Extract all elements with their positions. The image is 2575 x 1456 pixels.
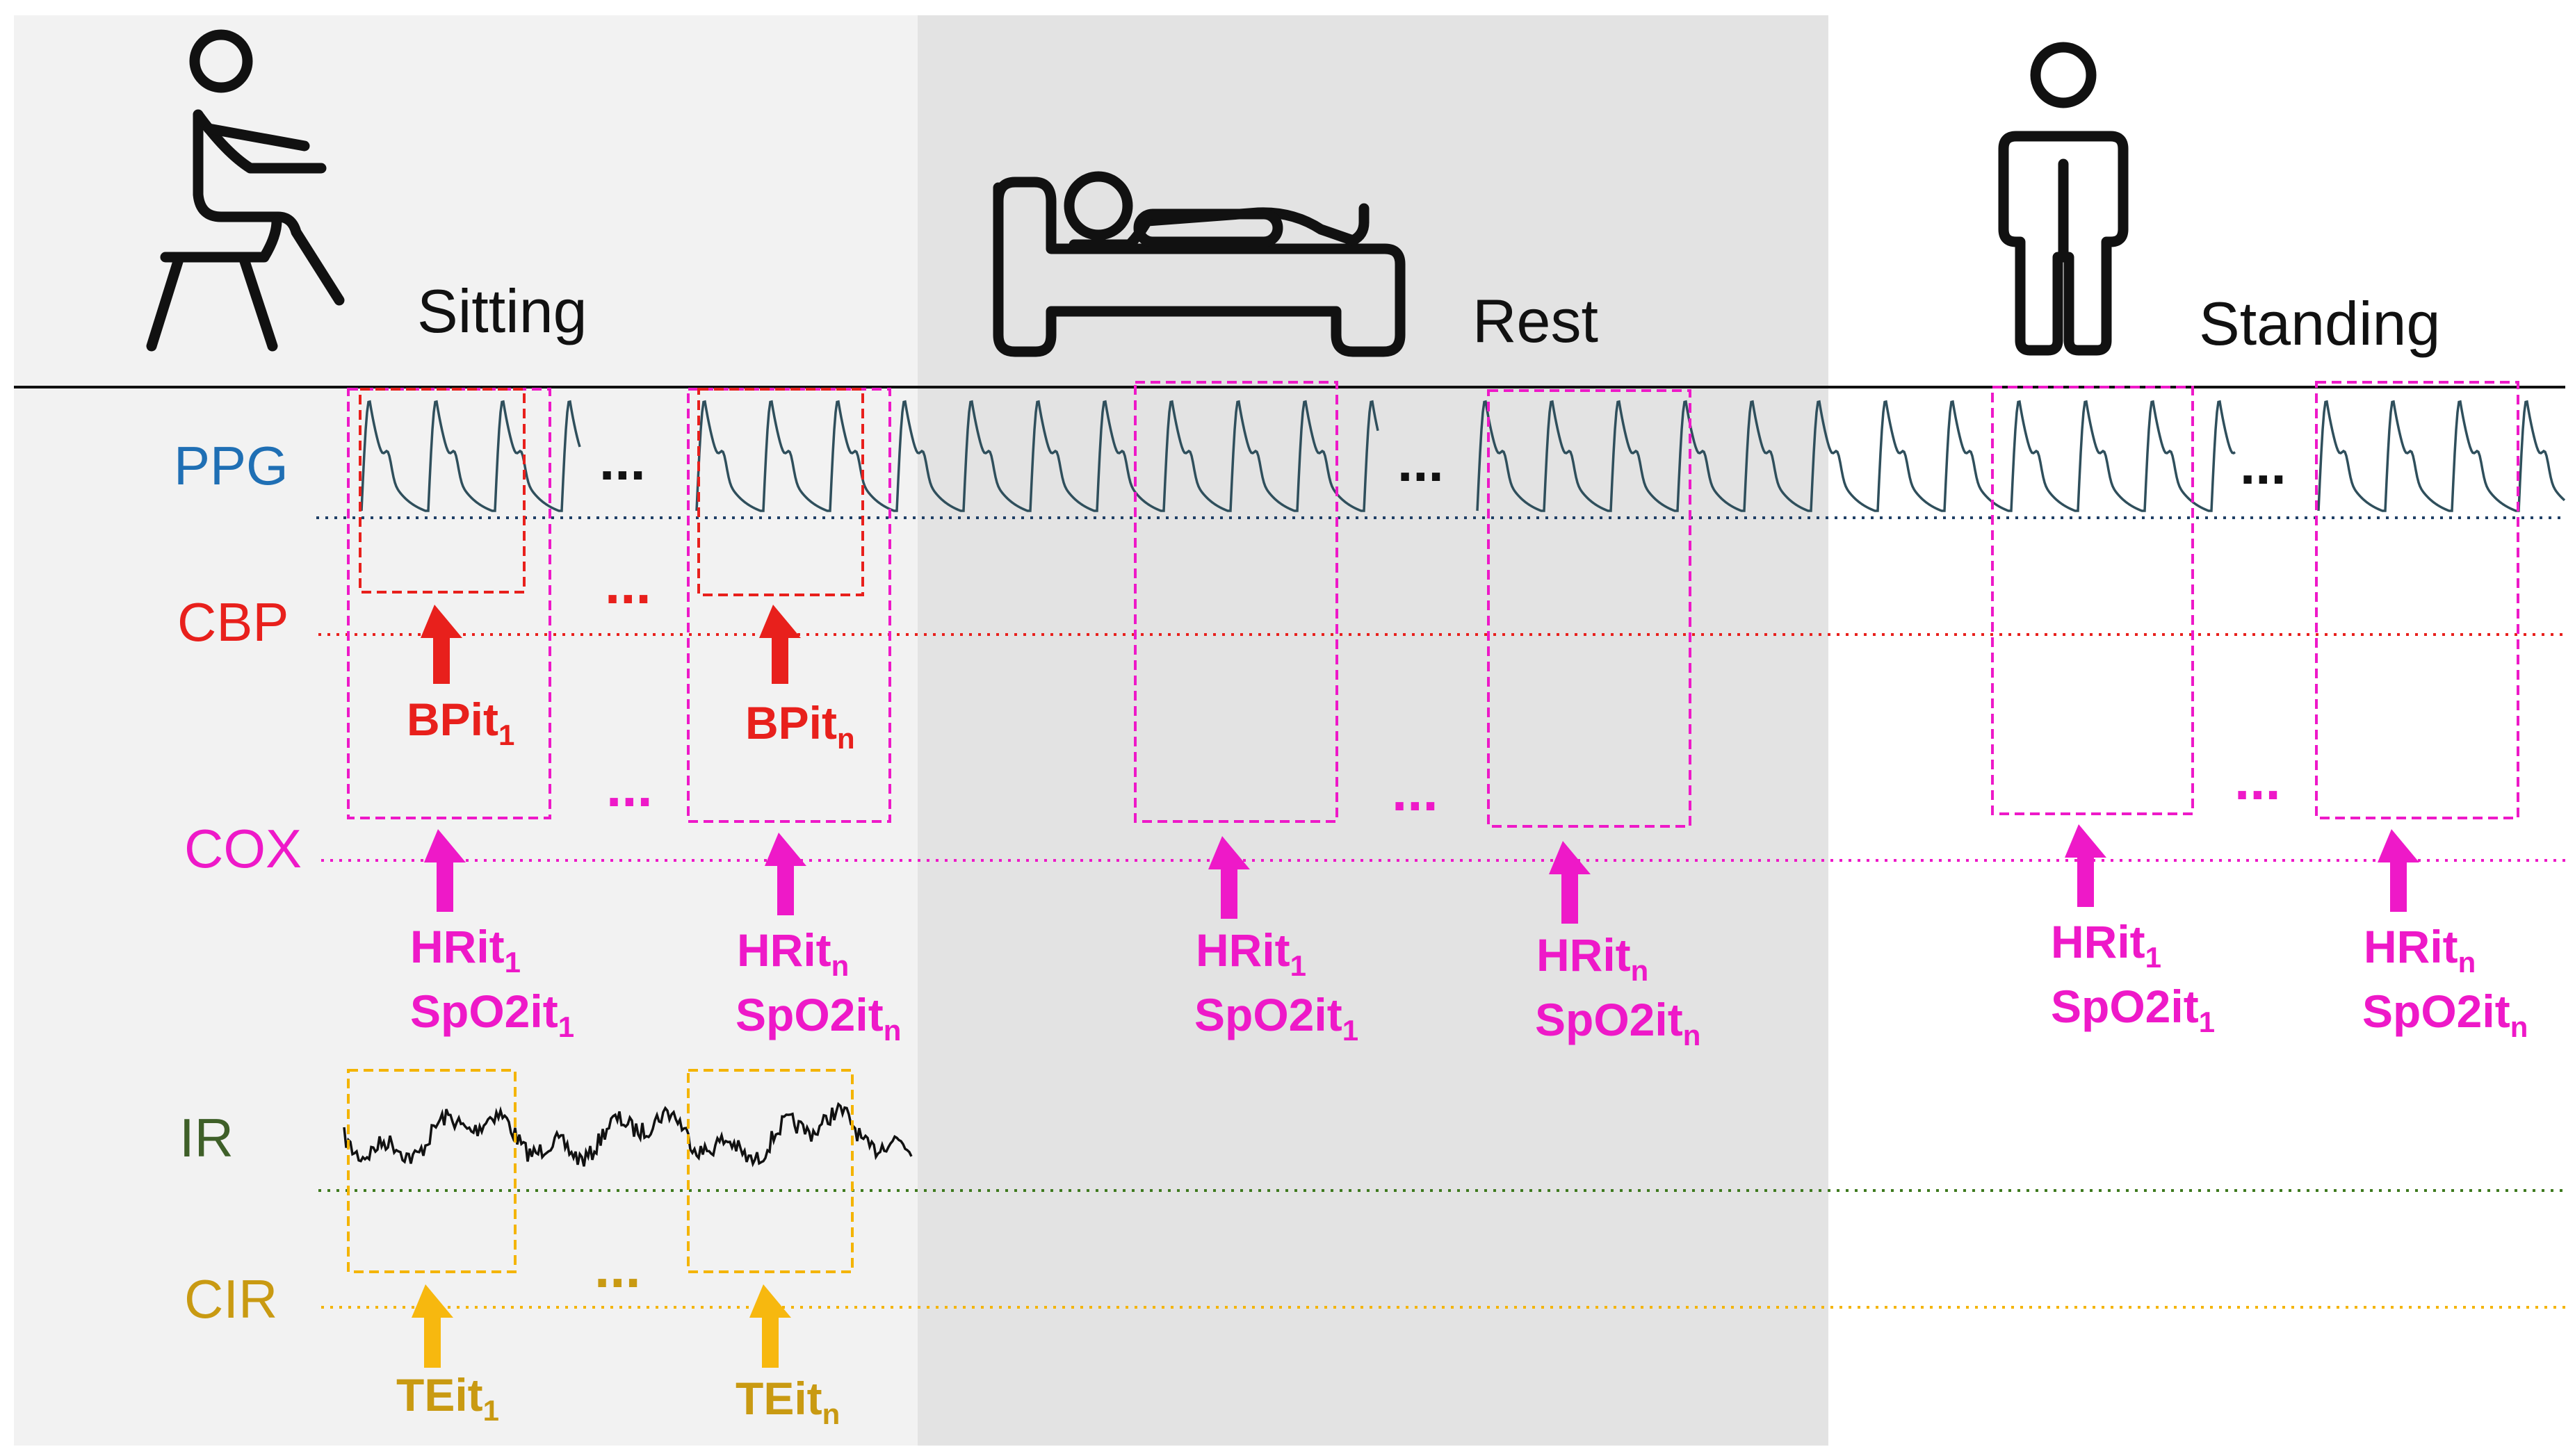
cox-window-standing-1 bbox=[1991, 386, 2194, 815]
bp-label-1: BPit1 bbox=[407, 694, 514, 751]
phase-title-rest: Rest bbox=[1472, 286, 1598, 355]
bp-arrow-1 bbox=[421, 605, 462, 684]
hr-label-standing-1: HRit1 bbox=[2051, 916, 2161, 974]
cbp-window-1 bbox=[359, 388, 526, 594]
row-label-cbp: CBP bbox=[177, 591, 289, 653]
te-arrow-n bbox=[749, 1284, 791, 1368]
te-label-1: TEit1 bbox=[396, 1369, 499, 1427]
spo2-label-sitting-1: SpO2it1 bbox=[410, 985, 574, 1043]
hr-label-rest-1: HRit1 bbox=[1196, 924, 1306, 982]
cox-ellipsis-rest: ... bbox=[1392, 760, 1438, 822]
ppg-waveform-sitting-1 bbox=[360, 400, 581, 512]
cbp-window-n bbox=[697, 388, 864, 596]
hr-arrow-rest-n bbox=[1549, 841, 1591, 924]
hr-label-rest-n: HRitn bbox=[1536, 929, 1648, 987]
ppg-waveform-sitting-2 bbox=[695, 400, 1379, 512]
row-label-cir: CIR bbox=[184, 1268, 277, 1330]
hr-arrow-rest-1 bbox=[1208, 836, 1250, 919]
hr-label-sitting-n: HRitn bbox=[737, 924, 849, 982]
te-arrow-1 bbox=[412, 1284, 453, 1368]
hr-arrow-standing-1 bbox=[2065, 824, 2106, 907]
row-label-cox: COX bbox=[184, 818, 302, 879]
phase-title-sitting: Sitting bbox=[417, 277, 587, 345]
cox-window-sitting-n bbox=[687, 388, 891, 823]
bp-label-n: BPitn bbox=[745, 697, 855, 755]
cox-window-rest-1 bbox=[1134, 381, 1338, 823]
ir-waveform bbox=[343, 1102, 913, 1168]
cox-window-sitting-1 bbox=[347, 388, 551, 819]
cox-window-rest-n bbox=[1487, 389, 1691, 828]
standing-person-icon bbox=[1998, 42, 2129, 356]
spo2-label-rest-n: SpO2itn bbox=[1535, 994, 1700, 1052]
ppg-waveform-standing-2 bbox=[2317, 400, 2566, 512]
spo2-label-sitting-n: SpO2itn bbox=[736, 989, 901, 1047]
ppg-ellipsis-standing: ... bbox=[2240, 434, 2286, 496]
spo2-label-standing-1: SpO2it1 bbox=[2051, 981, 2215, 1038]
row-label-ir: IR bbox=[179, 1107, 234, 1168]
row-label-ppg: PPG bbox=[174, 435, 289, 496]
hr-arrow-standing-n bbox=[2378, 829, 2419, 912]
te-label-n: TEitn bbox=[736, 1373, 840, 1430]
cox-window-standing-n bbox=[2315, 381, 2519, 819]
spo2-label-rest-1: SpO2it1 bbox=[1194, 989, 1358, 1047]
sitting-person-icon bbox=[146, 29, 345, 352]
ppg-ellipsis-rest: ... bbox=[1397, 431, 1444, 493]
hr-arrow-sitting-n bbox=[765, 833, 806, 915]
hr-arrow-sitting-1 bbox=[424, 829, 466, 912]
spo2-label-standing-n: SpO2itn bbox=[2362, 985, 2528, 1043]
phase-title-standing: Standing bbox=[2199, 289, 2440, 358]
bp-arrow-n bbox=[759, 605, 801, 684]
cox-ellipsis-sitting: ... bbox=[606, 756, 653, 818]
cox-ellipsis-standing: ... bbox=[2234, 749, 2281, 811]
hr-label-sitting-1: HRit1 bbox=[410, 921, 521, 979]
cir-ellipsis: ... bbox=[594, 1237, 641, 1299]
hr-label-standing-n: HRitn bbox=[2364, 921, 2476, 979]
cbp-ellipsis: ... bbox=[605, 553, 651, 615]
cir-window-1 bbox=[347, 1069, 517, 1273]
standing-phase-background bbox=[1828, 15, 2575, 1446]
ppg-waveform-rest-standing bbox=[1476, 400, 2236, 512]
lying-in-bed-icon bbox=[993, 171, 1406, 357]
cir-window-n bbox=[687, 1069, 854, 1273]
ppg-ellipsis-sitting: ... bbox=[599, 430, 646, 491]
